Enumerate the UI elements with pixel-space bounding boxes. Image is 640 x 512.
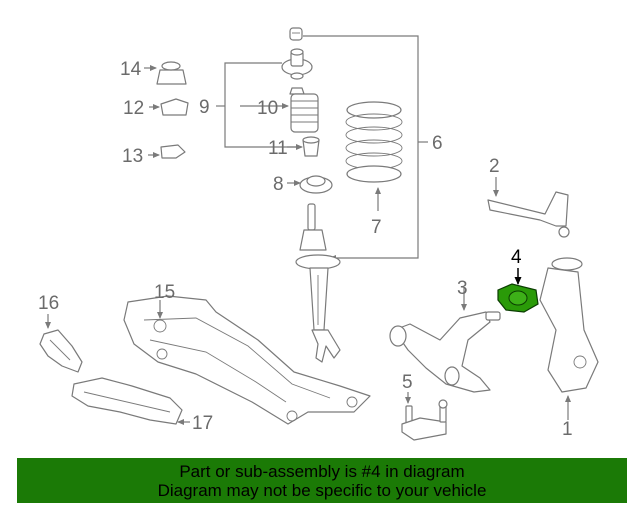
callout-2: 2 <box>489 156 500 177</box>
callout-14: 14 <box>120 59 142 80</box>
callout-8: 8 <box>273 174 284 195</box>
callout-3: 3 <box>457 278 468 299</box>
lower-control-arm: 3 <box>389 278 501 393</box>
callout-12: 12 <box>123 98 144 119</box>
callout-6: 6 <box>432 133 443 154</box>
part-12-group: 12 <box>123 98 189 119</box>
callout-7: 7 <box>371 217 382 238</box>
steering-knuckle: 1 <box>539 257 599 440</box>
part-13-group: 13 <box>122 144 186 167</box>
bump-stop: 11 <box>268 136 320 159</box>
callout-11: 11 <box>268 138 288 159</box>
banner-line-1: Part or sub-assembly is #4 in diagram <box>179 462 465 481</box>
mount-group-bracket: 9 <box>199 62 296 148</box>
callout-17: 17 <box>192 413 213 434</box>
callout-5: 5 <box>402 372 413 393</box>
callout-1: 1 <box>562 419 573 440</box>
ball-joint: 5 <box>401 372 448 441</box>
banner-line-2: Diagram may not be specific to your vehi… <box>157 481 487 500</box>
strut-top-cap <box>289 27 303 41</box>
callout-15: 15 <box>154 282 175 303</box>
engine-undercover: 17 <box>71 377 213 434</box>
strut <box>295 203 341 363</box>
part-14-group: 14 <box>120 59 187 85</box>
callout-4: 4 <box>511 247 522 268</box>
lower-arm-bushing-highlighted: 4 <box>497 247 539 313</box>
front-crossmember: 15 <box>123 282 371 425</box>
part-16-bracket: 16 <box>38 293 83 373</box>
spring-seat: 8 <box>273 174 333 195</box>
callout-16: 16 <box>38 293 59 314</box>
info-banner: Part or sub-assembly is #4 in diagram Di… <box>17 458 627 503</box>
strut-assembly-bracket: 6 <box>303 35 443 261</box>
coil-spring: 7 <box>345 101 403 238</box>
callout-10: 10 <box>257 98 278 119</box>
callout-13: 13 <box>122 146 143 167</box>
dust-boot: 10 <box>240 87 319 133</box>
strut-mount <box>281 48 313 80</box>
callout-9: 9 <box>199 97 210 118</box>
upper-control-arm: 2 <box>487 156 570 238</box>
